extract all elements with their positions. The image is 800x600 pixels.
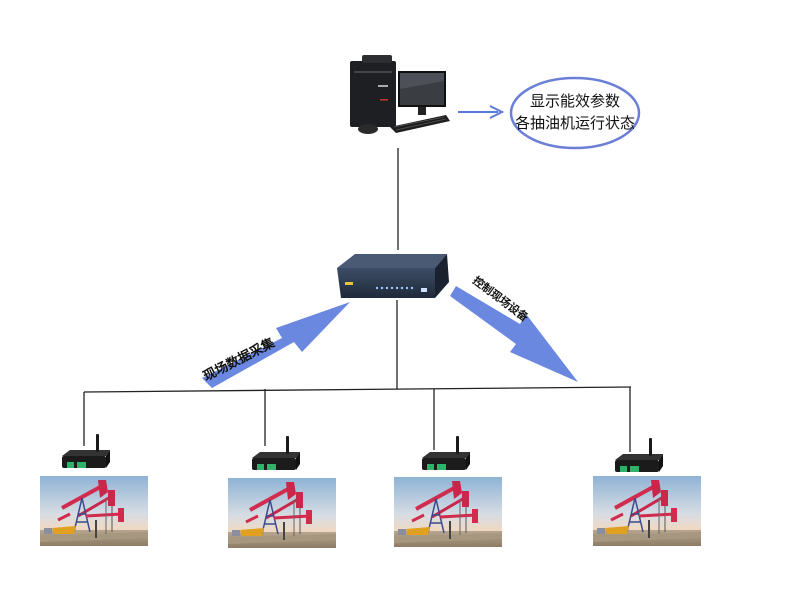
output-arrow <box>458 105 505 119</box>
desktop-computer-icon <box>350 55 450 134</box>
connection-lines <box>83 148 632 452</box>
field-node-4 <box>591 438 703 548</box>
field-node-3 <box>392 436 504 549</box>
oil-pumpjack-photo <box>591 474 703 548</box>
wireless-terminal-icon <box>615 438 663 472</box>
network-gateway-icon <box>337 254 449 298</box>
field-node-2 <box>226 436 338 550</box>
uplink-label: 现场数据采集 <box>201 334 279 384</box>
oil-pumpjack-photo <box>226 476 338 550</box>
oil-pumpjack-photo <box>392 475 504 549</box>
uplink-arrow: 现场数据采集 <box>201 302 350 388</box>
callout-line-1: 显示能效参数 <box>530 92 620 110</box>
field-node-1 <box>38 434 150 548</box>
wireless-terminal-icon <box>62 434 110 468</box>
callout-line-2: 各抽油机运行状态 <box>515 114 635 132</box>
downlink-arrow: 控制现场设备 <box>450 273 578 382</box>
field-bus-line <box>83 386 632 393</box>
status-display-callout: 显示能效参数 各抽油机运行状态 <box>509 76 641 150</box>
oil-pumpjack-photo <box>38 474 150 548</box>
wireless-terminal-icon <box>422 436 470 470</box>
wireless-terminal-icon <box>252 436 300 470</box>
